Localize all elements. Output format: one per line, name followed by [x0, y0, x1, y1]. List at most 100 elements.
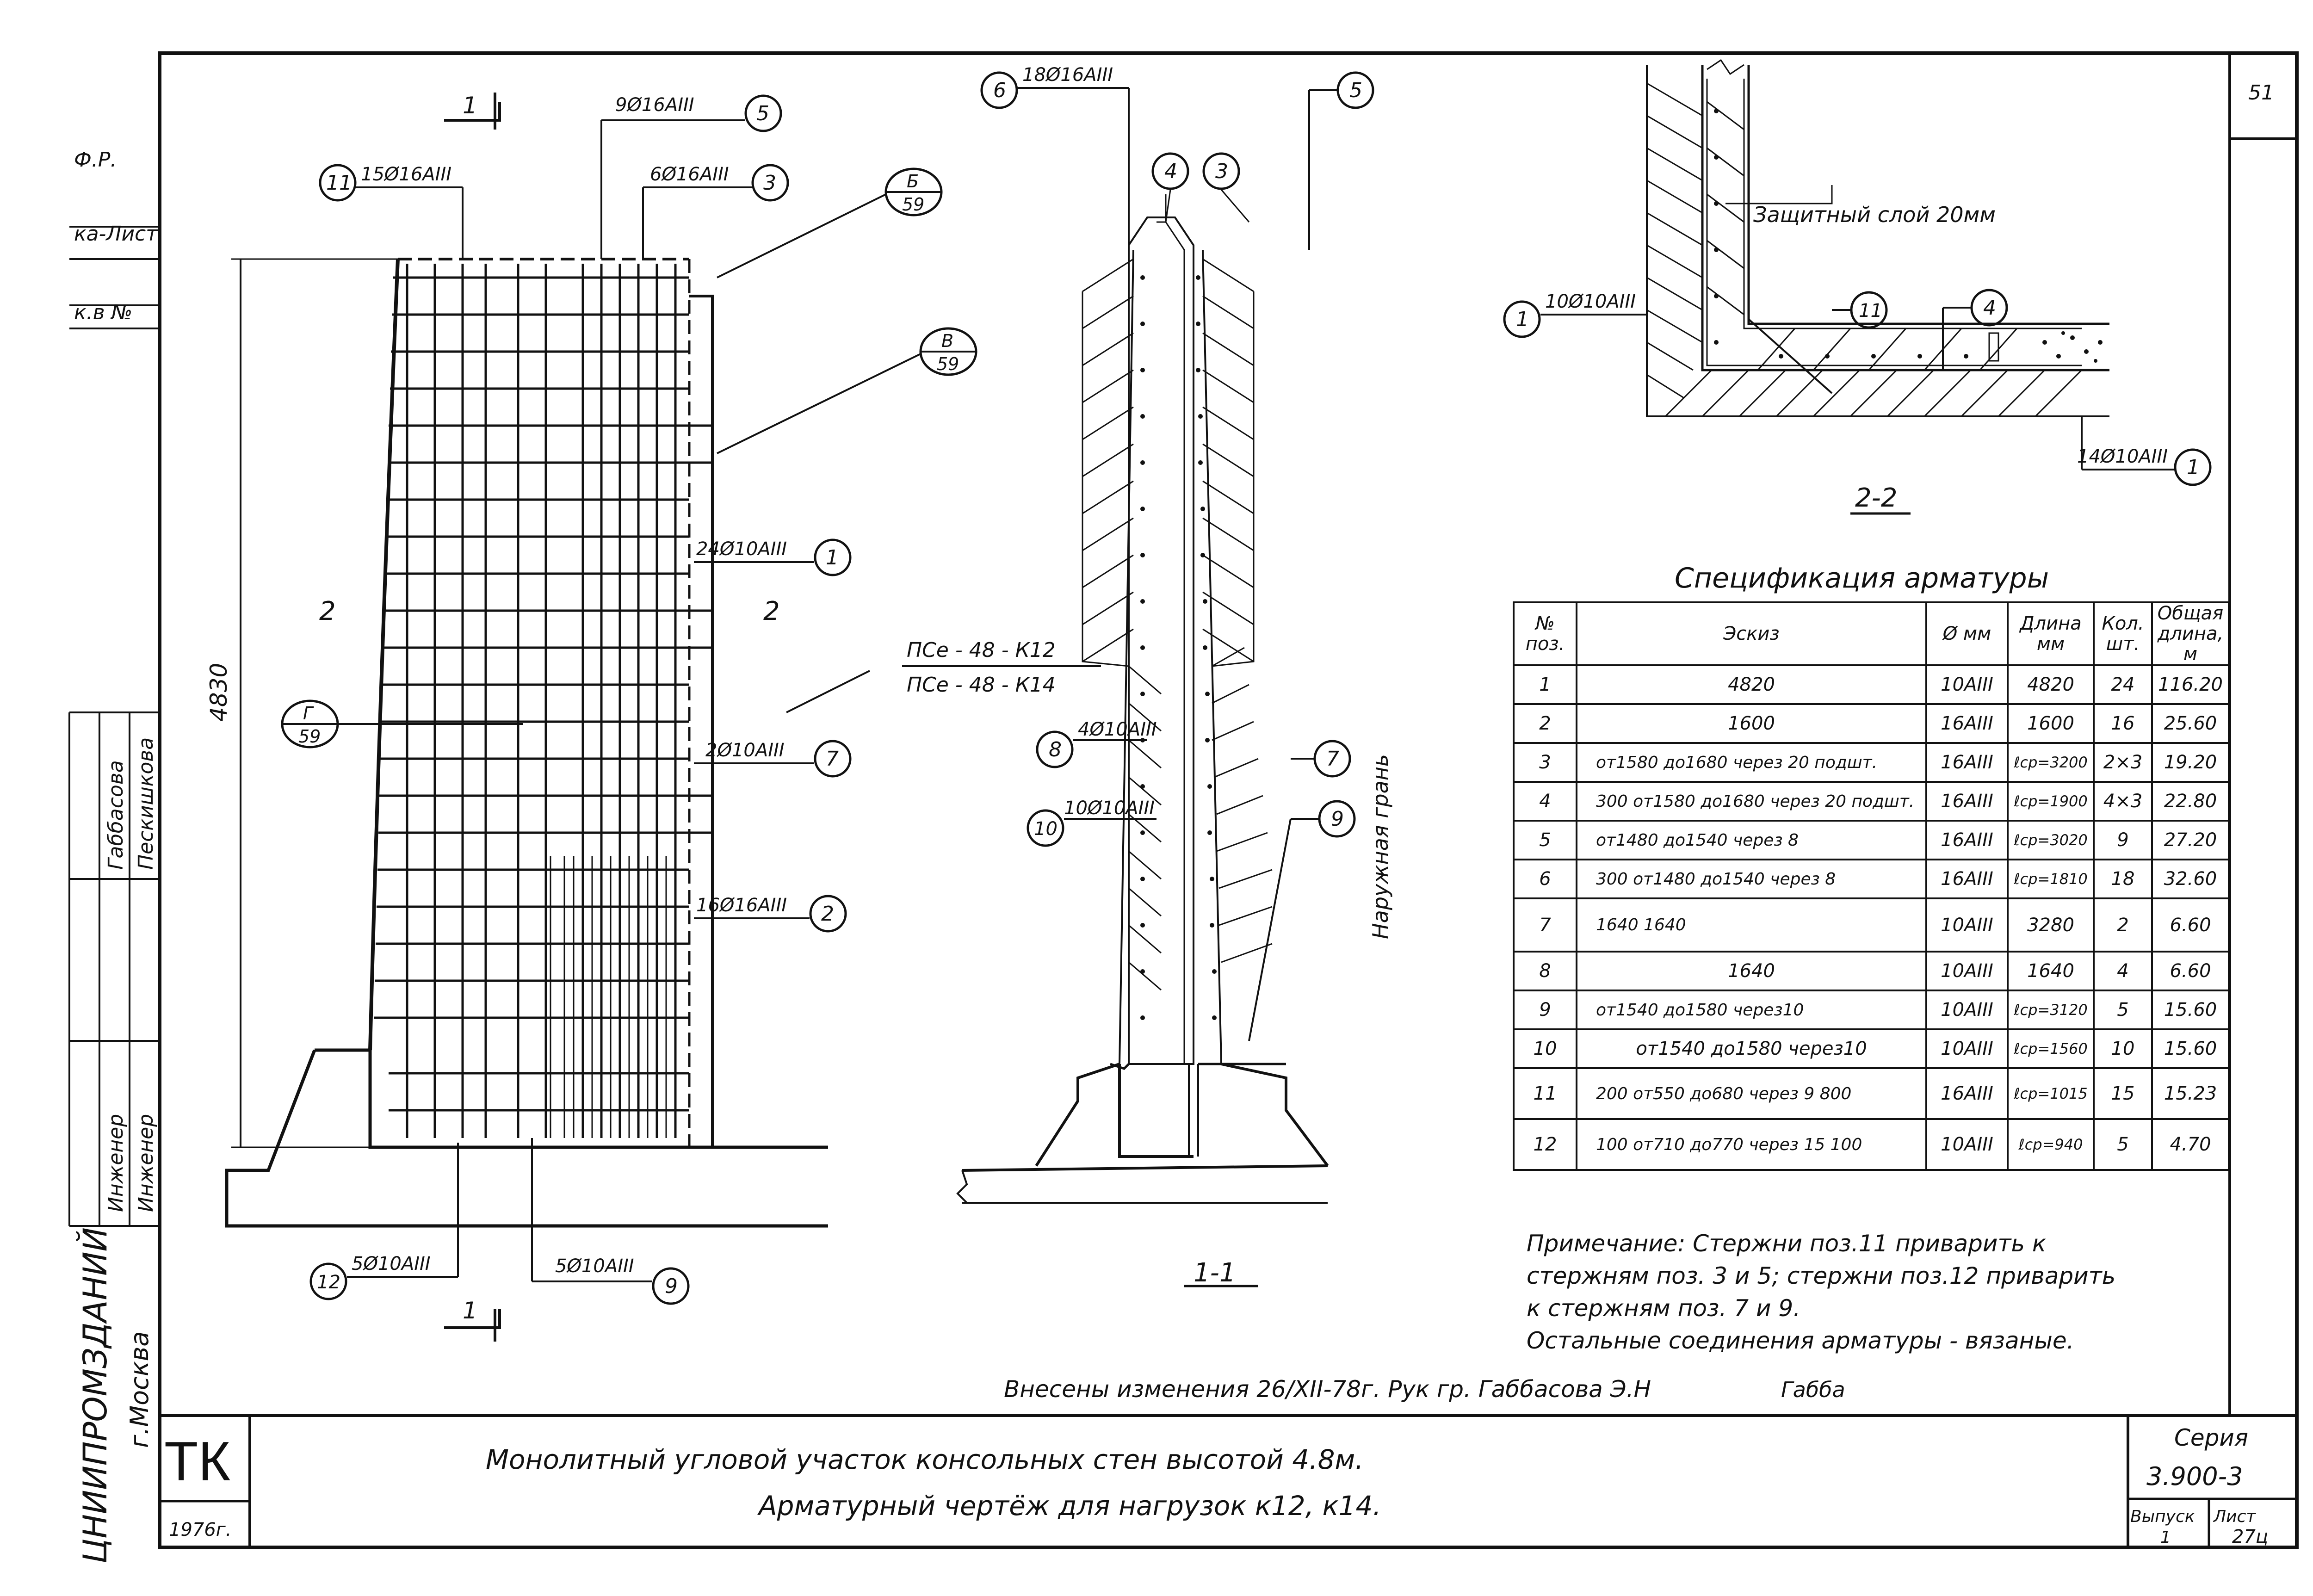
spec-cell-len: 1640	[2007, 951, 2095, 991]
spec-cell-total: 19.20	[2151, 742, 2230, 783]
spec-cell-qty: 9	[2093, 820, 2153, 860]
s11-callout-pos-9: 9	[1331, 807, 1344, 831]
spec-cell-qty: 2×3	[2093, 742, 2153, 783]
spec-cell-pos: 7	[1513, 897, 1577, 953]
elevation-section-mark-top: 1	[463, 92, 477, 119]
notes-line-4: Остальные соединения арматуры - вязаные.	[1527, 1327, 2074, 1354]
spec-cell-total: 25.60	[2151, 703, 2230, 744]
stamp-name-1: Пескишкова	[134, 737, 158, 870]
spec-cell-len: ℓср=1810	[2007, 859, 2095, 899]
org-city: г.Москва	[125, 1331, 154, 1448]
spec-cell-sketch: 100 от710 до770 через 15 100	[1576, 1118, 1927, 1171]
spec-header-sketch: Эскиз	[1576, 601, 1927, 666]
elev-callout-pos-11: 11	[326, 171, 352, 195]
page-number: 51	[2248, 81, 2274, 105]
elev-callout-text-1: 24Ø10АIII	[696, 538, 787, 560]
spec-cell-pos: 4	[1513, 781, 1577, 822]
spec-cell-dia: 10АIII	[1925, 951, 2009, 991]
s22-callout-pos-1b: 1	[2187, 456, 2200, 479]
spec-cell-len: 3280	[2007, 897, 2095, 953]
panel-mark-2: ПСе - 48 - К14	[907, 673, 1056, 697]
sheet-frame	[68, 51, 2299, 1549]
spec-cell-len: ℓср=940	[2007, 1118, 2095, 1171]
detail-refs	[281, 167, 977, 749]
spec-cell-sketch: 4820	[1576, 664, 1927, 705]
year: 1976г.	[169, 1519, 232, 1540]
spec-cell-dia: 10АIII	[1925, 1028, 2009, 1069]
spec-cell-pos: 8	[1513, 951, 1577, 991]
elev-callout-text-12: 5Ø10АIII	[352, 1253, 431, 1274]
s22-callout-pos-1a: 1	[1516, 308, 1529, 331]
spec-cell-pos: 9	[1513, 990, 1577, 1030]
spec-cell-dia: 16АIII	[1925, 859, 2009, 899]
elev-callout-text-7: 2Ø10АIII	[705, 740, 785, 761]
stamp-role-2: Инженер	[134, 1114, 158, 1212]
title-line-2: Арматурный чертёж для нагрузок к12, к14.	[757, 1490, 1381, 1522]
spec-cell-total: 32.60	[2151, 859, 2230, 899]
s22-callout-pos-11: 11	[1859, 300, 1882, 322]
spec-cell-qty: 15	[2093, 1067, 2153, 1120]
sheet-value: 27ц	[2232, 1526, 2268, 1547]
spec-cell-total: 4.70	[2151, 1118, 2230, 1171]
elev-callout-pos-9: 9	[665, 1274, 678, 1298]
detail-ref-v-bottom: 59	[937, 354, 959, 374]
spec-cell-dia: 16АIII	[1925, 703, 2009, 744]
sheet-label: Лист	[2213, 1507, 2256, 1526]
spec-header-row: № поз. Эскиз Ø мм Длина мм Кол. шт. Обща…	[1513, 601, 2230, 666]
stamp-role-1: Инженер	[104, 1114, 128, 1212]
spec-cell-sketch: от1580 до1680 через 20 подшт.	[1576, 742, 1927, 783]
spec-cell-len: ℓср=1900	[2007, 781, 2095, 822]
notes-line-1: Примечание: Стержни поз.11 приварить к	[1527, 1230, 2046, 1257]
spec-cell-sketch: 200 от550 до680 через 9 800	[1576, 1067, 1927, 1120]
changes-signature: Габба	[1781, 1377, 1845, 1402]
s11-callout-pos-7: 7	[1326, 747, 1339, 771]
spec-cell-qty: 5	[2093, 990, 2153, 1030]
s22-callout-text-1b: 14Ø10АIII	[2077, 446, 2168, 467]
spec-cell-pos: 1	[1513, 664, 1577, 705]
spec-cell-total: 15.60	[2151, 990, 2230, 1030]
spec-cell-sketch: 1600	[1576, 703, 1927, 744]
elev-callout-text-9: 5Ø10АIII	[555, 1256, 634, 1277]
s11-callout-text-6: 18Ø16АIII	[1022, 64, 1113, 86]
spec-cell-qty: 16	[2093, 703, 2153, 744]
detail-ref-b-top: Б	[907, 171, 919, 192]
spec-header-dia: Ø мм	[1925, 601, 2009, 666]
spec-cell-dia: 16АIII	[1925, 1067, 2009, 1120]
spec-header-qty: Кол. шт.	[2093, 601, 2153, 666]
spec-cell-qty: 4	[2093, 951, 2153, 991]
spec-title: Спецификация арматуры	[1675, 562, 2049, 594]
spec-cell-dia: 10АIII	[1925, 664, 2009, 705]
spec-cell-pos: 5	[1513, 820, 1577, 860]
spec-cell-len: ℓср=1015	[2007, 1067, 2095, 1120]
elevation-section-mark-bottom: 1	[463, 1297, 477, 1324]
spec-cell-len: 1600	[2007, 703, 2095, 744]
section-2-2-label: 2-2	[1855, 483, 1897, 513]
spec-cell-total: 6.60	[2151, 897, 2230, 953]
section-1-1-callouts	[980, 71, 1374, 1041]
elev-callout-pos-7: 7	[826, 747, 839, 771]
spec-cell-len: ℓср=1560	[2007, 1028, 2095, 1069]
spec-cell-pos: 2	[1513, 703, 1577, 744]
elev-callout-pos-5: 5	[756, 102, 769, 125]
elev-callout-text-5: 9Ø16АIII	[615, 94, 694, 116]
issue-label: Выпуск	[2130, 1507, 2195, 1526]
spec-cell-len: ℓср=3120	[2007, 990, 2095, 1030]
tk-label: ТК	[164, 1430, 230, 1492]
issue-value: 1	[2160, 1528, 2171, 1547]
elev-callout-pos-2: 2	[821, 902, 834, 926]
panel-mark-1: ПСе - 48 - К12	[907, 638, 1056, 662]
spec-cell-dia: 10АIII	[1925, 1118, 2009, 1171]
detail-ref-v-top: В	[941, 331, 953, 351]
section-1-1-face-label: Наружная грань	[1368, 754, 1393, 939]
spec-cell-total: 15.23	[2151, 1067, 2230, 1120]
s11-callout-text-8: 4Ø10АIII	[1078, 719, 1157, 740]
elevation-zone-left: 2	[319, 596, 336, 626]
stamp-fragment-1: Ф.Р.	[74, 148, 117, 172]
spec-cell-sketch: от1540 до1580 через10	[1576, 990, 1927, 1030]
elev-callout-text-2: 16Ø16АIII	[696, 895, 787, 916]
